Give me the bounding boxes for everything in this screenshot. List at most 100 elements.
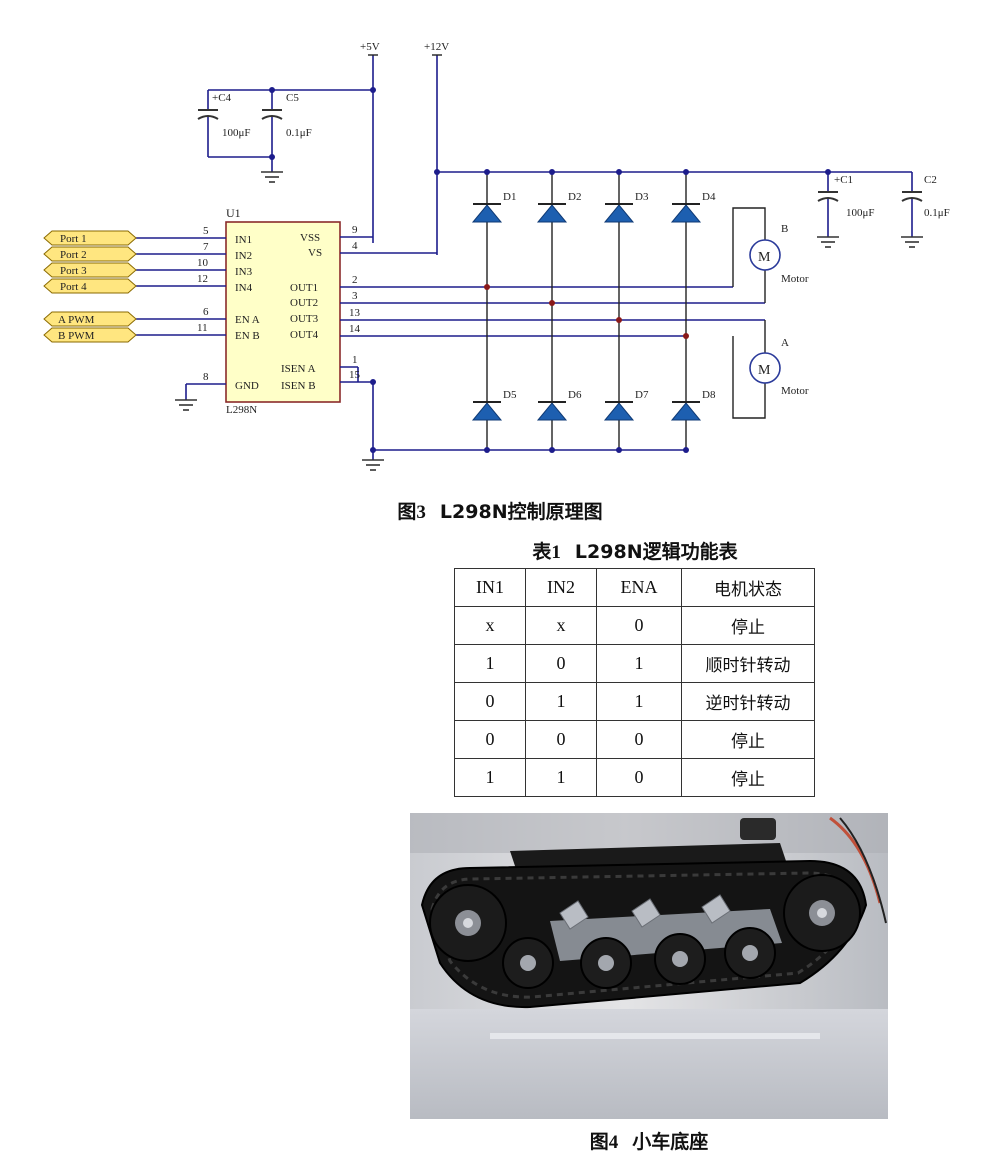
figure3-caption-num: 图3 xyxy=(397,502,426,523)
cell-in1: 0 xyxy=(454,682,526,721)
diode-bridge: D1 D2 D3 D4 D5 D6 D7 D8 xyxy=(471,172,716,450)
port-flags: Port 1 Port 2 Port 3 Port 4 A PWM B PWM xyxy=(43,230,137,343)
pin-enb-num: 11 xyxy=(197,322,208,334)
c2-ref: C2 xyxy=(924,174,937,186)
pin-out3-num: 13 xyxy=(349,307,361,319)
bpwm-label: B PWM xyxy=(58,330,95,342)
chip-ref: U1 xyxy=(226,206,241,220)
motor-a-ref: A xyxy=(781,337,789,349)
d6-label: D6 xyxy=(568,389,582,401)
pin-in1-name: IN1 xyxy=(235,234,252,246)
cell-in1: 1 xyxy=(454,758,526,797)
c1-value: 100μF xyxy=(846,207,875,219)
cell-in1: 0 xyxy=(454,720,526,759)
pin-out4-name: OUT4 xyxy=(290,329,319,341)
capacitor-c1: +C1 100μF xyxy=(816,172,875,248)
port1-label: Port 1 xyxy=(60,233,87,245)
header-ena: ENA xyxy=(596,568,682,607)
port4-label: Port 4 xyxy=(60,281,87,293)
pin-vss-num: 9 xyxy=(352,224,358,236)
pin-in3-num: 10 xyxy=(197,257,209,269)
table-row: 0 0 0 停止 xyxy=(454,720,815,759)
pin-out2-num: 3 xyxy=(352,290,358,302)
pin-vss-name: VSS xyxy=(300,232,320,244)
table1-caption: 表1 L298N逻辑功能表 xyxy=(470,537,800,564)
figure3-caption-text: L298N控制原理图 xyxy=(439,501,603,523)
port3-label: Port 3 xyxy=(60,265,87,277)
pin-in4-name: IN4 xyxy=(235,282,253,294)
cell-ena: 0 xyxy=(596,606,682,645)
cell-ena: 1 xyxy=(596,682,682,721)
cell-ena: 1 xyxy=(596,644,682,683)
pin-in2-name: IN2 xyxy=(235,250,252,262)
pin-isena-name: ISEN A xyxy=(281,363,316,375)
pin-out2-name: OUT2 xyxy=(290,297,318,309)
left-pin-leads: 5 7 10 12 6 11 8 xyxy=(136,225,226,411)
motor-b-label: Motor xyxy=(781,273,809,285)
pin-in1-num: 5 xyxy=(203,225,209,237)
table-row: 1 1 0 停止 xyxy=(454,758,815,797)
pin-in2-num: 7 xyxy=(203,241,209,253)
c5-ref: C5 xyxy=(286,92,299,104)
motor-b: M B Motor xyxy=(732,207,809,303)
table-row: 1 0 1 顺时针转动 xyxy=(454,644,815,683)
table1-caption-text: L298N逻辑功能表 xyxy=(574,541,738,563)
cell-motor-state: 顺时针转动 xyxy=(681,644,815,683)
right-pin-leads: 9 4 2 3 13 14 1 15 xyxy=(340,224,765,383)
c5-value: 0.1μF xyxy=(286,127,312,139)
table-row: 0 1 1 逆时针转动 xyxy=(454,682,815,721)
junction-dots xyxy=(269,87,831,453)
l298n-schematic: +5V +12V +C4 100μF C5 0.1μF U1 L298N IN1… xyxy=(43,41,950,471)
capacitor-c4: +C4 100μF xyxy=(197,90,272,158)
vcc5-label: +5V xyxy=(360,41,380,53)
cell-in2: 0 xyxy=(525,644,597,683)
capacitor-c2: C2 0.1μF xyxy=(900,172,950,248)
port2-label: Port 2 xyxy=(60,249,87,261)
table-row: x x 0 停止 xyxy=(454,606,815,645)
cell-ena: 0 xyxy=(596,758,682,797)
pin-enb-name: EN B xyxy=(235,330,260,342)
c1-ref: +C1 xyxy=(834,174,853,186)
header-in2: IN2 xyxy=(525,568,597,607)
pin-out3-name: OUT3 xyxy=(290,313,319,325)
c2-value: 0.1μF xyxy=(924,207,950,219)
c4-ref: +C4 xyxy=(212,92,232,104)
pin-vs-name: VS xyxy=(308,247,322,259)
cell-motor-state: 停止 xyxy=(681,606,815,645)
cell-in2: 0 xyxy=(525,720,597,759)
d7-label: D7 xyxy=(635,389,649,401)
pin-in4-num: 12 xyxy=(197,273,208,285)
pin-gnd-num: 8 xyxy=(203,371,209,383)
capacitor-c5: C5 0.1μF xyxy=(260,90,312,183)
cell-motor-state: 逆时针转动 xyxy=(681,682,815,721)
chip-part: L298N xyxy=(226,404,257,416)
cell-in1: x xyxy=(454,606,526,645)
apwm-label: A PWM xyxy=(58,314,95,326)
tracked-chassis-photo xyxy=(410,813,888,1119)
table-header-row: IN1 IN2 ENA 电机状态 xyxy=(454,568,815,607)
figure4-caption-text: 小车底座 xyxy=(632,1131,709,1153)
logic-function-table: IN1 IN2 ENA 电机状态 x x 0 停止 1 0 1 顺时针转动 0 … xyxy=(454,568,815,797)
cell-in2: x xyxy=(525,606,597,645)
d3-label: D3 xyxy=(635,191,649,203)
pin-gnd-name: GND xyxy=(235,380,259,392)
cell-motor-state: 停止 xyxy=(681,720,815,759)
pin-isenb-name: ISEN B xyxy=(281,380,316,392)
pin-out1-num: 2 xyxy=(352,274,358,286)
pin-isena-num: 1 xyxy=(352,354,358,366)
power-rails: +5V +12V xyxy=(208,41,912,460)
d2-label: D2 xyxy=(568,191,581,203)
pin-vs-num: 4 xyxy=(352,240,358,252)
cell-in2: 1 xyxy=(525,682,597,721)
c4-value: 100μF xyxy=(222,127,251,139)
d5-label: D5 xyxy=(503,389,517,401)
motor-a: M A Motor xyxy=(732,320,809,419)
vcc12-label: +12V xyxy=(424,41,449,53)
pin-in3-name: IN3 xyxy=(235,266,253,278)
cell-ena: 0 xyxy=(596,720,682,759)
motor-b-symbol: M xyxy=(758,250,771,265)
l298n-chip: U1 L298N IN1 IN2 IN3 IN4 EN A EN B GND V… xyxy=(225,206,341,416)
table1-caption-num: 表1 xyxy=(532,542,561,563)
pin-isenb-num: 15 xyxy=(349,369,361,381)
